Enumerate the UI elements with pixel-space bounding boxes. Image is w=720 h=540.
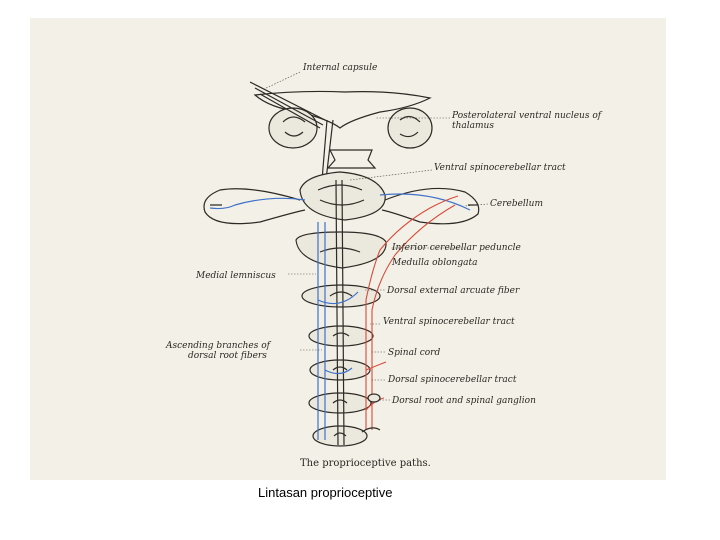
label-cerebellum: Cerebellum: [490, 199, 543, 209]
thalamus-drawing: [253, 90, 433, 169]
label-posterolateral-line2: thalamus: [452, 121, 494, 131]
cerebellum-drawing: [203, 187, 480, 225]
label-medulla-oblongata: Medulla oblongata: [391, 258, 477, 268]
label-dorsal-external-arcuate-fiber: Dorsal external arcuate fiber: [386, 286, 520, 296]
label-inferior-cerebellar-peduncle: Inferior cerebellar peduncle: [391, 243, 521, 253]
leader-lines: [261, 71, 489, 401]
label-ventral-spinocerebellar-tract: Ventral spinocerebellar tract: [383, 317, 515, 327]
figure-caption: The proprioceptive paths.: [300, 458, 431, 469]
label-internal-capsule: Internal capsule: [302, 63, 377, 73]
label-ascending-branches-line2: dorsal root fibers: [188, 351, 267, 361]
dorsal-root-ganglion: [361, 393, 381, 433]
internal-capsule-fibers: [249, 81, 334, 181]
label-spinal-cord: Spinal cord: [388, 348, 440, 358]
label-posterolateral-line1: Posterolateral ventral nucleus of: [451, 111, 603, 121]
label-dorsal-spinocerebellar-tract: Dorsal spinocerebellar tract: [387, 375, 517, 385]
label-medial-lemniscus: Medial lemniscus: [195, 271, 276, 281]
central-fibers: [335, 179, 345, 446]
red-pathway: [365, 195, 459, 430]
label-ascending-branches-line1: Ascending branches of: [165, 341, 272, 351]
label-ventral-spinocerebellar-top: Ventral spinocerebellar tract: [434, 163, 566, 173]
medulla-drawing: [295, 231, 387, 269]
label-dorsal-root-ganglion: Dorsal root and spinal ganglion: [391, 396, 536, 406]
spinal-cord-segments: [301, 284, 381, 447]
slide-caption: Lintasan proprioceptive: [258, 485, 393, 500]
blue-pathway: [209, 193, 471, 440]
